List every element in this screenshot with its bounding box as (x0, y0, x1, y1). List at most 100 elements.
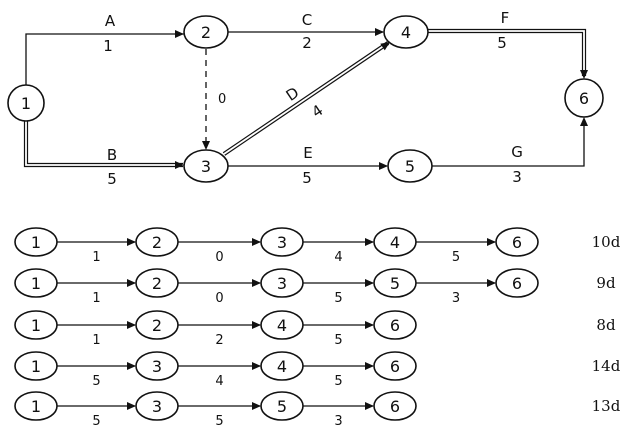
event-node-circle (183, 149, 229, 183)
path-node-3: 3 (135, 391, 179, 421)
path-node-label: 4 (390, 233, 400, 252)
path-node-label: 6 (512, 233, 522, 252)
path-arrowhead (365, 279, 374, 287)
path-total-duration: 13d (592, 397, 621, 415)
path-node-1: 1 (14, 227, 58, 257)
path-arrowhead (127, 321, 136, 329)
path-duration: 3 (452, 291, 460, 306)
arrowhead-E (379, 162, 388, 170)
path-node-label: 1 (31, 233, 41, 252)
path-node-circle (135, 268, 179, 298)
activity-name-C: C (302, 11, 312, 29)
path-node-4: 4 (260, 351, 304, 381)
path-node-circle (135, 310, 179, 340)
path-node-label: 1 (31, 397, 41, 416)
path-node-circle (14, 310, 58, 340)
path-arrowhead (127, 402, 136, 410)
activity-duration-E: 5 (302, 169, 312, 187)
event-node-label: 4 (401, 23, 411, 42)
path-node-label: 2 (152, 233, 162, 252)
event-node-label: 3 (201, 157, 211, 176)
event-node-1: 1 (7, 84, 45, 122)
edge-F (428, 28, 587, 76)
activity-duration-C: 2 (302, 34, 312, 52)
path-node-label: 6 (390, 397, 400, 416)
path-duration: 1 (92, 333, 100, 348)
path-node-2: 2 (135, 227, 179, 257)
edge-D (222, 41, 390, 156)
event-node-label: 6 (579, 89, 589, 108)
path-node-circle (260, 351, 304, 381)
path-duration: 0 (215, 291, 223, 306)
arrowhead-C (375, 28, 384, 36)
path-arrowhead (487, 279, 496, 287)
network-nodes: 1 2 3 4 5 6 (7, 15, 604, 183)
path-node-4: 4 (373, 227, 417, 257)
path-node-circle (260, 268, 304, 298)
path-node-label: 2 (152, 316, 162, 335)
path-node-circle (14, 351, 58, 381)
path-node-circle (135, 227, 179, 257)
activity-duration-D: 4 (308, 101, 326, 121)
activity-duration-G: 3 (512, 168, 522, 186)
path-node-2: 2 (135, 310, 179, 340)
activity-duration-A: 1 (103, 37, 113, 55)
path-node-label: 5 (277, 397, 287, 416)
path-node-1: 1 (14, 351, 58, 381)
activity-duration-F: 5 (497, 34, 507, 52)
path-node-3: 3 (260, 268, 304, 298)
path-node-label: 3 (152, 397, 162, 416)
path-duration: 1 (92, 291, 100, 306)
path-arrowhead (365, 321, 374, 329)
path-arrowhead (252, 321, 261, 329)
activity-duration-dummy: 0 (218, 92, 226, 107)
path-node-circle (373, 268, 417, 298)
event-node-circle (564, 78, 604, 118)
path-node-label: 6 (512, 274, 522, 293)
arrowhead-D (380, 42, 390, 51)
event-node-5: 5 (387, 149, 433, 183)
event-node-circle (387, 149, 433, 183)
event-node-label: 5 (405, 157, 415, 176)
path-node-1: 1 (14, 391, 58, 421)
path-node-1: 1 (14, 268, 58, 298)
edge-G (432, 120, 585, 167)
activity-name-G: G (511, 143, 523, 161)
edge-A (25, 33, 184, 85)
path-duration: 4 (334, 250, 342, 265)
event-node-circle (383, 15, 429, 49)
event-node-circle (7, 84, 45, 122)
event-node-circle (183, 15, 229, 49)
path-node-label: 4 (277, 316, 287, 335)
path-node-4: 4 (260, 310, 304, 340)
event-node-4: 4 (383, 15, 429, 49)
arrowhead-F (580, 70, 588, 79)
path-node-6: 6 (495, 268, 539, 298)
path-total-duration: 10d (592, 233, 621, 251)
path-arrowhead (252, 279, 261, 287)
event-node-label: 1 (21, 94, 31, 113)
path-duration: 5 (334, 333, 342, 348)
path-total-duration: 8d (596, 316, 616, 334)
path-arrowhead (365, 362, 374, 370)
path-node-circle (14, 268, 58, 298)
path-node-circle (14, 227, 58, 257)
path-node-label: 3 (152, 357, 162, 376)
path-duration: 2 (215, 333, 223, 348)
path-node-label: 3 (277, 274, 287, 293)
path-total-duration: 9d (596, 274, 616, 292)
path-node-5: 5 (260, 391, 304, 421)
path-node-5: 5 (373, 268, 417, 298)
path-node-circle (135, 351, 179, 381)
path-node-label: 6 (390, 357, 400, 376)
path-duration: 5 (92, 374, 100, 389)
path-node-circle (260, 310, 304, 340)
path-node-circle (135, 391, 179, 421)
edge-B (23, 121, 183, 168)
